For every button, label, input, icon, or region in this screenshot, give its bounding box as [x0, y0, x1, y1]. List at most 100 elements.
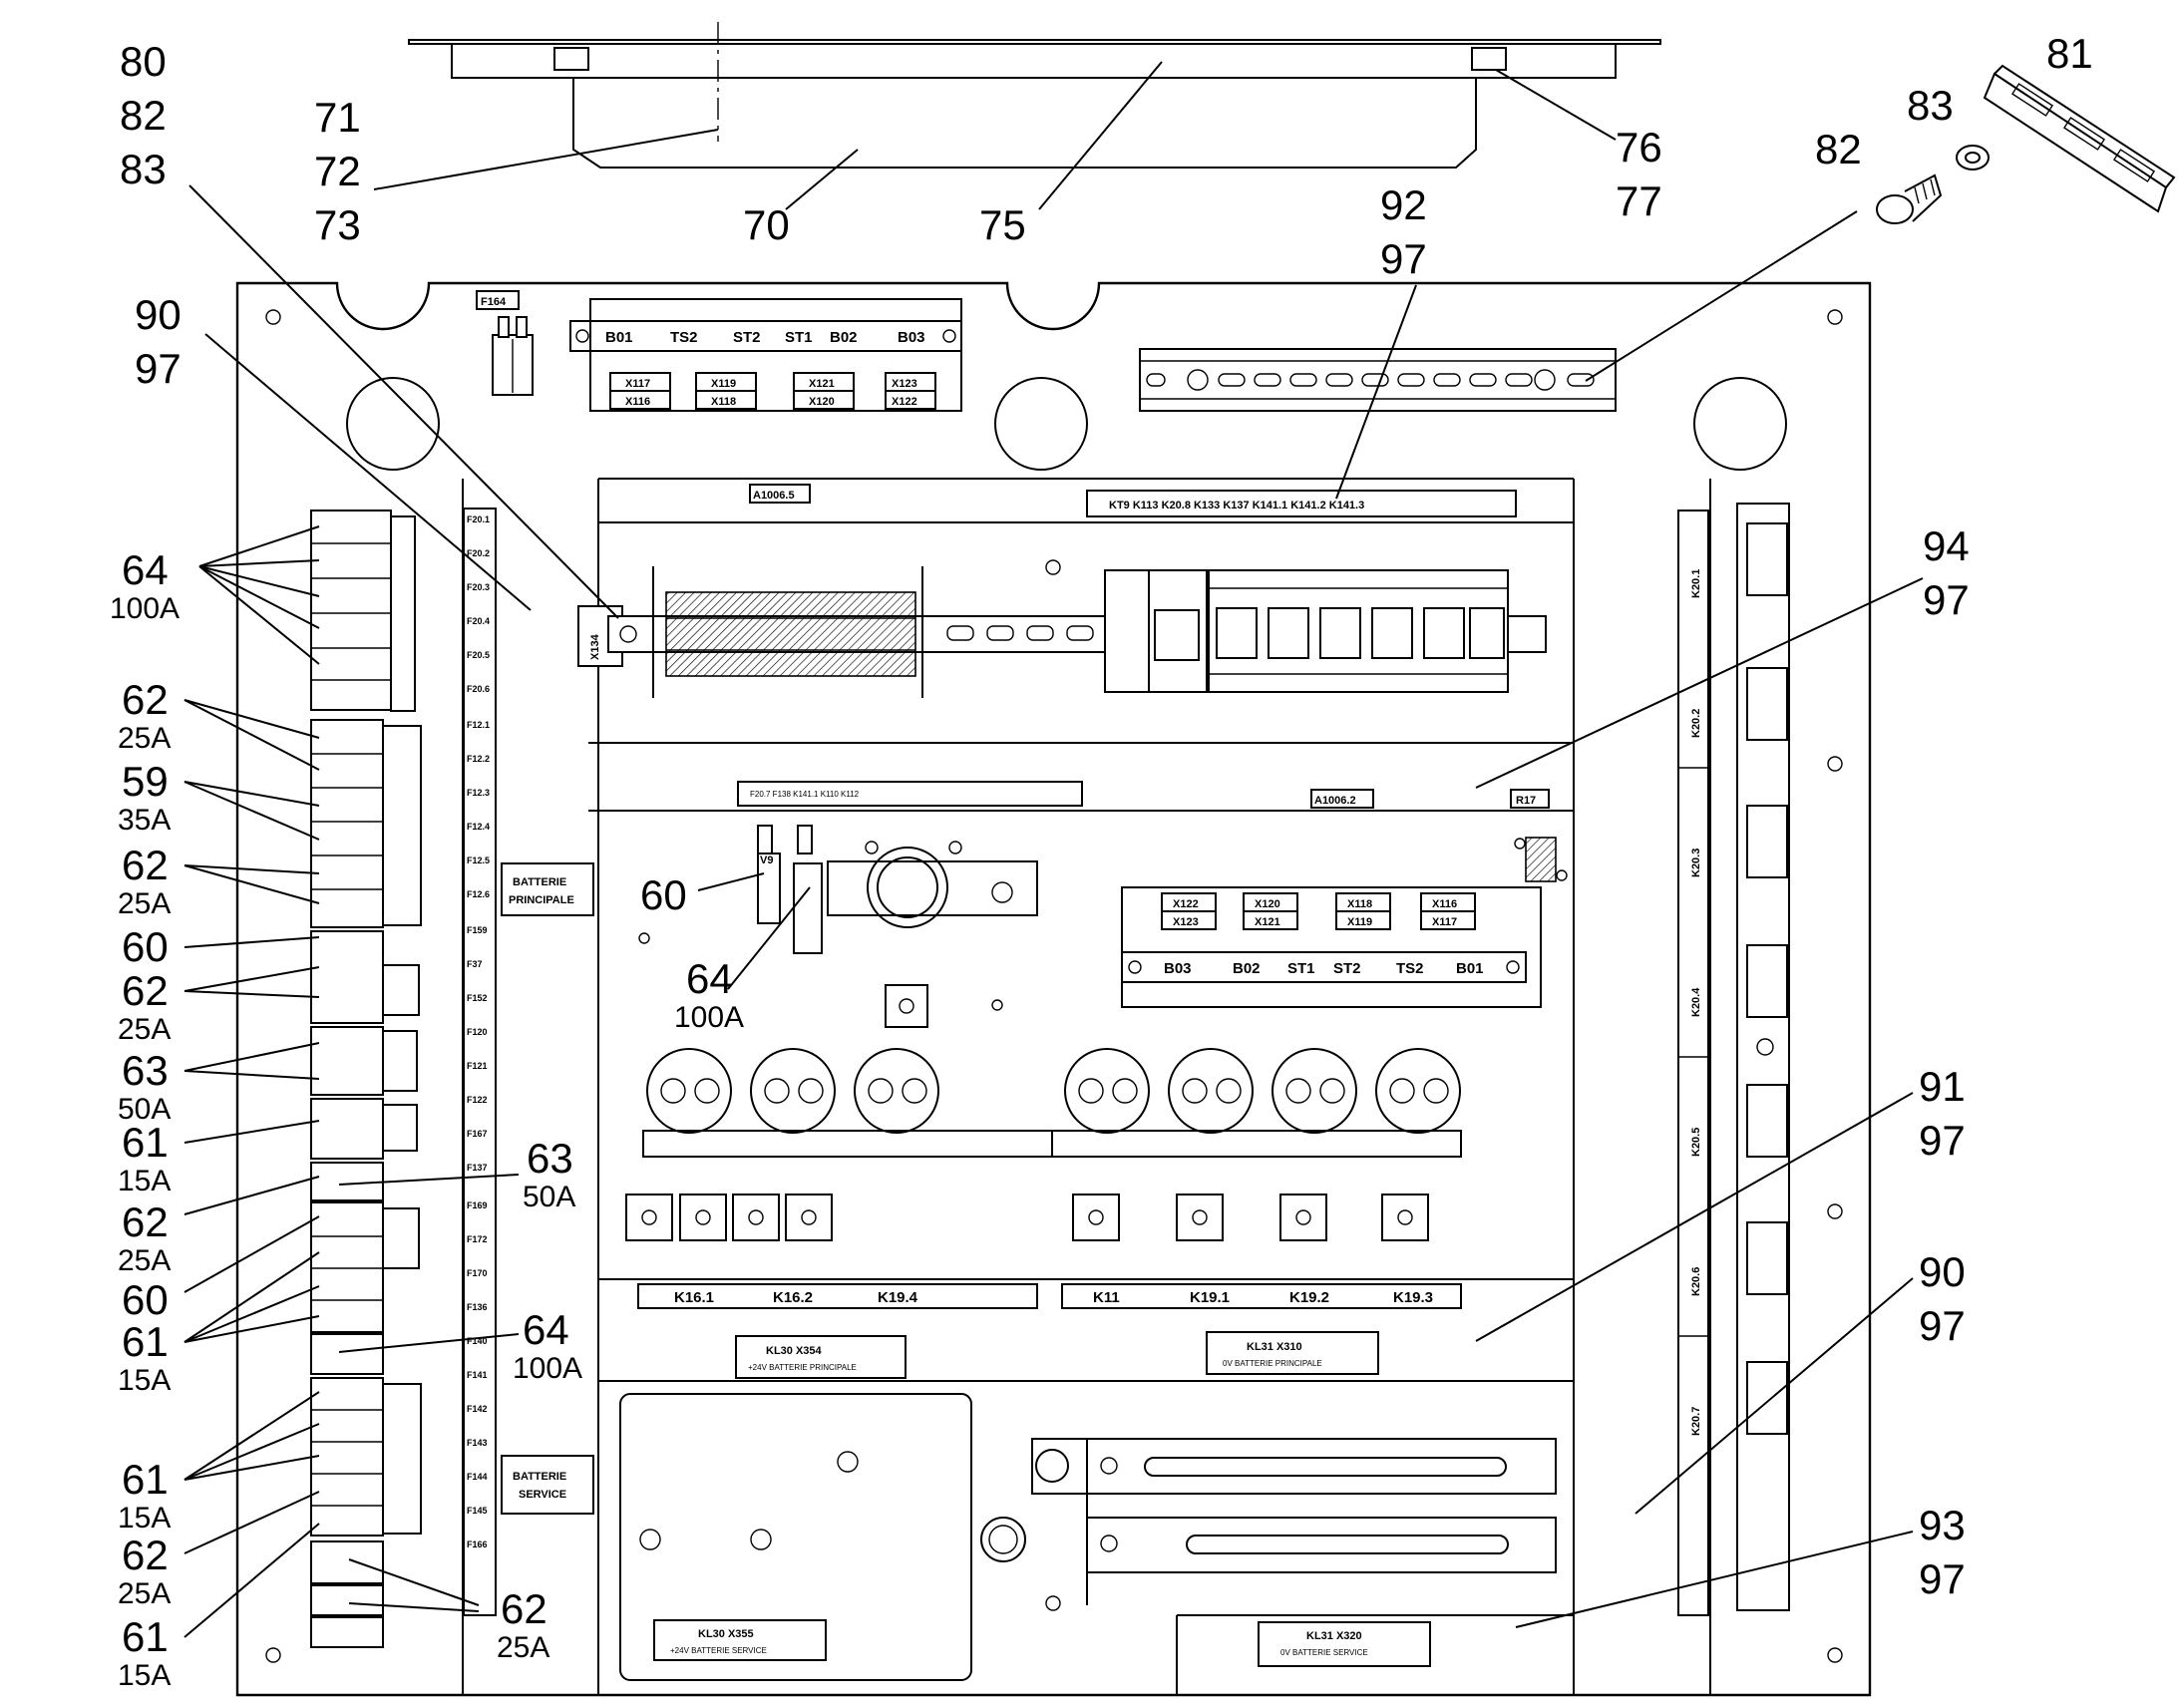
fuse-f37: F37 [467, 959, 483, 969]
x119-top: X119 [711, 378, 736, 390]
kl31-x320-sub: 0V BATTERIE SERVICE [1280, 1648, 1368, 1657]
right-relay-column: K20.1 K20.2 K20.3 K20.4 K20.5 K20.6 K20.… [1677, 503, 1790, 1616]
svg-text:15A: 15A [118, 1659, 171, 1692]
callout-60-c: 60 [640, 871, 687, 918]
kl31-x320-label: KL31 X320 [1306, 1630, 1362, 1642]
capacitor-bank [625, 984, 1462, 1241]
f164-label: F164 [481, 296, 507, 308]
svg-text:61: 61 [122, 1456, 169, 1503]
svg-text:83: 83 [120, 146, 167, 192]
svg-text:25A: 25A [118, 722, 171, 755]
svg-text:90: 90 [1919, 1248, 1966, 1295]
x134-label: X134 [589, 633, 601, 660]
svg-text:97: 97 [1923, 576, 1970, 623]
mid-band: F20.7 F138 K141.1 K110 K112 A1006.2 R17 [737, 781, 1568, 882]
callout-83-b: 83 [1907, 82, 1954, 129]
x116-top: X116 [625, 396, 650, 408]
svg-text:82: 82 [1815, 126, 1862, 172]
svg-text:64: 64 [686, 955, 733, 1002]
fuse-f141: F141 [467, 1370, 488, 1380]
k20-7-label: K20.7 [1690, 1407, 1702, 1436]
fuse-f122: F122 [467, 1095, 488, 1105]
batt-service-2: SERVICE [519, 1489, 566, 1501]
fuse-f20-2: F20.2 [467, 548, 490, 558]
relay-bank [1104, 569, 1509, 693]
a1006-2-label: A1006.2 [1314, 795, 1356, 807]
tb-mid-label-2: ST1 [1287, 960, 1315, 977]
kl30-x354-sub: +24V BATTERIE PRINCIPALE [748, 1363, 857, 1372]
fuse-f120: F120 [467, 1027, 488, 1037]
relay-strip-header: A1006.5 KT9 K113 K20.8 K133 K137 K141.1 … [749, 484, 1517, 517]
r17-label: R17 [1516, 795, 1536, 807]
fuse-f121: F121 [467, 1061, 488, 1071]
fuse-f12-1: F12.1 [467, 720, 490, 730]
svg-text:100A: 100A [513, 1352, 582, 1385]
svg-text:25A: 25A [118, 1013, 171, 1046]
din-rail-part [1983, 64, 2176, 213]
tb-mid-label-1: B02 [1233, 960, 1261, 977]
fuse-f20-1: F20.1 [467, 514, 490, 524]
svg-text:64: 64 [122, 546, 169, 593]
shunt-assembly: V9 [757, 825, 1038, 954]
x122-mid: X122 [1173, 898, 1199, 910]
fuse-f20-5: F20.5 [467, 650, 490, 660]
rail-slots-top [1146, 373, 1595, 387]
svg-text:97: 97 [1919, 1117, 1966, 1164]
top-din-rail [1139, 348, 1617, 412]
svg-text:25A: 25A [118, 887, 171, 920]
svg-text:15A: 15A [118, 1165, 171, 1197]
k19-4-label: K19.4 [878, 1289, 918, 1306]
tb-top-label-3: ST1 [785, 329, 813, 346]
fuse-holders [310, 510, 422, 1648]
callout-81: 81 [2046, 30, 2093, 77]
fuse-f20-3: F20.3 [467, 582, 490, 592]
svg-text:50A: 50A [118, 1093, 171, 1126]
svg-text:71: 71 [314, 94, 361, 141]
callout-75: 75 [979, 201, 1026, 248]
svg-text:15A: 15A [118, 1364, 171, 1397]
tb-mid-label-4: TS2 [1396, 960, 1424, 977]
svg-text:50A: 50A [523, 1181, 575, 1213]
svg-text:60: 60 [640, 871, 687, 918]
k19-1-label: K19.1 [1190, 1289, 1230, 1306]
tb-mid-label-0: B03 [1164, 960, 1192, 977]
fuse-f159: F159 [467, 925, 488, 935]
fuse-f12-3: F12.3 [467, 788, 490, 798]
svg-text:62: 62 [122, 1532, 169, 1578]
kl30-x354-label: KL30 X354 [766, 1345, 823, 1357]
svg-text:91: 91 [1919, 1063, 1966, 1110]
svg-text:25A: 25A [118, 1244, 171, 1277]
svg-text:97: 97 [1919, 1555, 1966, 1602]
tb-top-label-1: TS2 [670, 329, 698, 346]
x118-top: X118 [711, 396, 736, 408]
fuse-f142: F142 [467, 1404, 488, 1414]
x116-mid: X116 [1432, 898, 1457, 910]
k20-1-label: K20.1 [1690, 569, 1702, 598]
svg-text:62: 62 [122, 1198, 169, 1245]
svg-text:100A: 100A [110, 592, 180, 625]
busbars: KL31 X320 0V BATTERIE SERVICE [1031, 1438, 1557, 1667]
fuse-f152: F152 [467, 993, 488, 1003]
cap-0 [646, 1048, 732, 1134]
svg-text:59: 59 [122, 758, 169, 805]
tb-top-label-2: ST2 [733, 329, 761, 346]
fuse-f140: F140 [467, 1336, 488, 1346]
k20-4-label: K20.4 [1690, 987, 1702, 1017]
fuse-f143: F143 [467, 1438, 488, 1448]
k11-label: K11 [1093, 1289, 1120, 1306]
svg-text:72: 72 [314, 148, 361, 194]
cover-bolt-left [553, 47, 589, 71]
callout-70: 70 [743, 201, 790, 248]
x120-mid: X120 [1255, 898, 1280, 910]
v9-label: V9 [760, 854, 773, 866]
